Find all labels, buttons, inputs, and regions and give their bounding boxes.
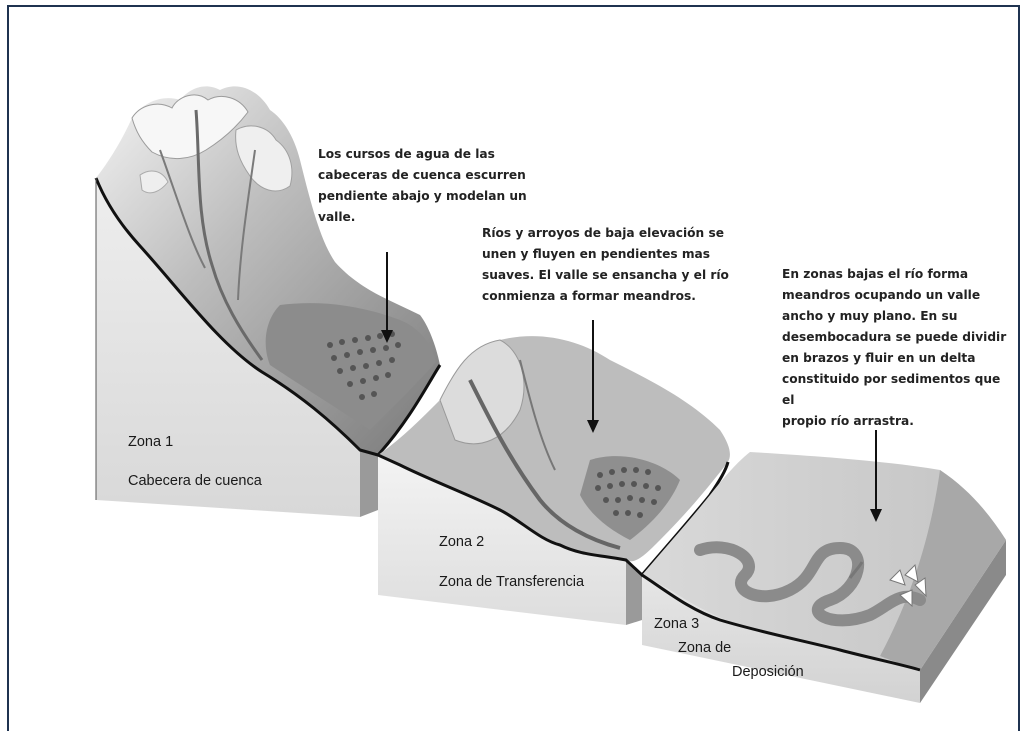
note-zone1-line: pendiente abajo y modelan un: [318, 186, 548, 207]
zone3-name-line2: Deposición: [732, 664, 804, 680]
note-zone2-line: suaves. El valle se ensancha y el río: [482, 265, 742, 286]
note-zone1-line: Los cursos de agua de las: [318, 144, 548, 165]
note-zone3-line: meandros ocupando un valle: [782, 285, 1014, 306]
zone3-name-line1: Zona de: [678, 640, 731, 656]
note-zone3-line: constituido por sedimentos que el: [782, 369, 1014, 411]
note-zone3-line: desembocadura se puede dividir: [782, 327, 1014, 348]
zone1-number-label: Zona 1: [128, 434, 173, 450]
note-zone3: En zonas bajas el río forma meandros ocu…: [782, 264, 1014, 432]
note-zone2-line: Ríos y arroyos de baja elevación se: [482, 223, 742, 244]
note-zone1-line: cabeceras de cuenca escurren: [318, 165, 548, 186]
note-zone3-line: ancho y muy plano. En su: [782, 306, 1014, 327]
note-zone3-line: En zonas bajas el río forma: [782, 264, 1014, 285]
note-zone3-line: propio río arrastra.: [782, 411, 1014, 432]
note-zone2-line: conmienza a formar meandros.: [482, 286, 742, 307]
zone2-name-label: Zona de Transferencia: [439, 574, 584, 590]
zone2-number-label: Zona 2: [439, 534, 484, 550]
note-zone1: Los cursos de agua de las cabeceras de c…: [318, 144, 548, 228]
zone1-name-label: Cabecera de cuenca: [128, 473, 262, 489]
zone3-number-label: Zona 3: [654, 616, 699, 632]
note-zone2-line: unen y fluyen en pendientes mas: [482, 244, 742, 265]
note-zone3-line: en brazos y fluir en un delta: [782, 348, 1014, 369]
note-zone2: Ríos y arroyos de baja elevación se unen…: [482, 223, 742, 307]
